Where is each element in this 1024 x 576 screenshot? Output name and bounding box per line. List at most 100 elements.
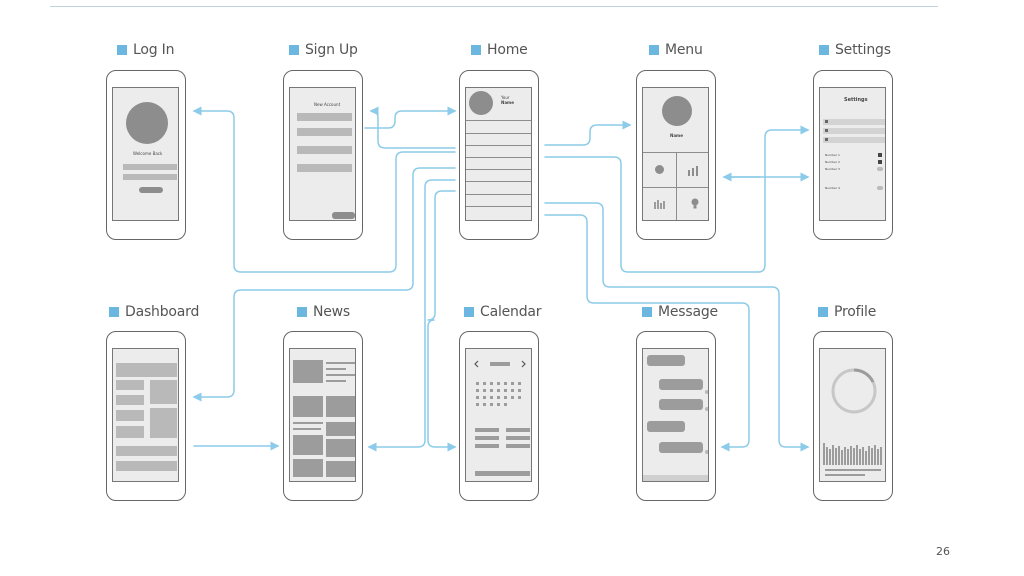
top-rule: [50, 6, 938, 7]
welcome-text: Welcome Back: [133, 151, 163, 156]
bullet-square: [471, 45, 481, 55]
bullet-square: [642, 307, 652, 317]
event-item: [506, 428, 530, 432]
list-row: [466, 145, 531, 146]
bullet-square: [297, 307, 307, 317]
phone-message: [636, 331, 716, 501]
phone-home: Your Name: [459, 70, 539, 240]
label-news: News: [297, 303, 350, 321]
news-image: [293, 459, 323, 477]
phone-news: [283, 331, 363, 501]
grid-line: [676, 152, 677, 220]
password-field: [123, 174, 177, 180]
dashboard-footer: [116, 461, 177, 471]
label-menu: Menu: [649, 41, 703, 59]
bullet-square: [464, 307, 474, 317]
message-bubble-sent: [659, 399, 703, 410]
news-text-line: [326, 380, 346, 382]
phone-calendar: [459, 331, 539, 501]
column-chart-icon: [654, 200, 665, 209]
arrow-home-to-calendar: [427, 190, 457, 452]
label-calendar: Calendar: [464, 303, 542, 321]
arrow-home-to-dashboard: [192, 167, 456, 402]
settings-row: [823, 128, 885, 134]
bullet-square: [109, 307, 119, 317]
label-message: Message: [642, 303, 718, 321]
bullet-square: [117, 45, 127, 55]
phone-signup: New Account: [283, 70, 363, 240]
arrow-home-to-menu: [544, 120, 632, 146]
list-row: [466, 120, 531, 121]
bullet-square: [819, 45, 829, 55]
message-bubble-sent: [659, 379, 703, 390]
news-text-line: [326, 368, 346, 370]
phone-dashboard: [106, 331, 186, 501]
avatar-dot: [705, 390, 708, 394]
news-text-line: [326, 362, 355, 364]
dashboard-tile: [116, 395, 144, 405]
settings-icon: [825, 129, 828, 132]
avatar: [662, 96, 692, 126]
event-item: [506, 444, 530, 448]
your-label: Your: [501, 95, 510, 100]
login-button: [139, 187, 163, 193]
signup-field: [297, 146, 352, 154]
toggle-switch: [878, 160, 882, 164]
screen-message: [642, 348, 709, 482]
list-row: [466, 206, 531, 207]
calendar-grid: [476, 382, 521, 406]
new-account-title: New Account: [314, 102, 341, 107]
menu-name: Name: [670, 133, 683, 138]
screen-menu: Name: [642, 87, 709, 221]
dashboard-tile: [116, 410, 144, 421]
news-image: [326, 461, 355, 477]
settings-icon: [825, 120, 828, 123]
progress-ring: [831, 368, 877, 414]
news-text-line: [326, 374, 355, 376]
grid-line: [643, 187, 708, 188]
label-profile: Profile: [818, 303, 876, 321]
news-image: [293, 396, 323, 417]
signup-field: [297, 164, 352, 172]
message-bubble-received: [647, 355, 685, 366]
news-image: [293, 435, 323, 455]
phone-settings: Settings Number 1 Number 2 Number 3 Numb…: [813, 70, 893, 240]
event-item: [475, 428, 499, 432]
avatar: [469, 91, 493, 115]
message-input-bar: [643, 475, 708, 481]
pie-chart-icon: [655, 165, 664, 174]
label-dashboard: Dashboard: [109, 303, 199, 321]
toggle-switch: [877, 186, 883, 190]
arrow-home-to-profile: [544, 202, 810, 452]
signup-field: [297, 128, 352, 136]
dashboard-header: [116, 363, 177, 377]
toggle-switch: [878, 153, 882, 157]
screen-news: [289, 348, 356, 482]
list-row: [466, 157, 531, 158]
page-number: 26: [936, 545, 950, 558]
dashboard-panel: [150, 380, 177, 404]
arrow-home-to-signup: [369, 106, 456, 149]
chevron-left-icon: [474, 360, 479, 368]
screen-dashboard: [112, 348, 179, 482]
screen-signup: New Account: [289, 87, 356, 221]
activity-bars: [823, 443, 882, 465]
arrow-home-to-login: [192, 106, 456, 273]
grid-line: [643, 152, 708, 153]
bullet-square: [818, 307, 828, 317]
phone-menu: Name: [636, 70, 716, 240]
settings-icon: [825, 138, 828, 141]
screen-home: Your Name: [465, 87, 532, 221]
event-item: [475, 444, 499, 448]
news-image: [326, 396, 355, 417]
phone-profile: [813, 331, 893, 501]
settings-item-label: Number 3: [825, 167, 840, 171]
arrow-signup-to-home: [364, 106, 457, 129]
username-field: [123, 164, 177, 170]
arrow-home-to-news: [367, 179, 456, 452]
news-image: [326, 422, 355, 436]
toggle-switch: [877, 167, 883, 171]
settings-title: Settings: [844, 97, 868, 103]
news-text-line: [293, 428, 321, 430]
